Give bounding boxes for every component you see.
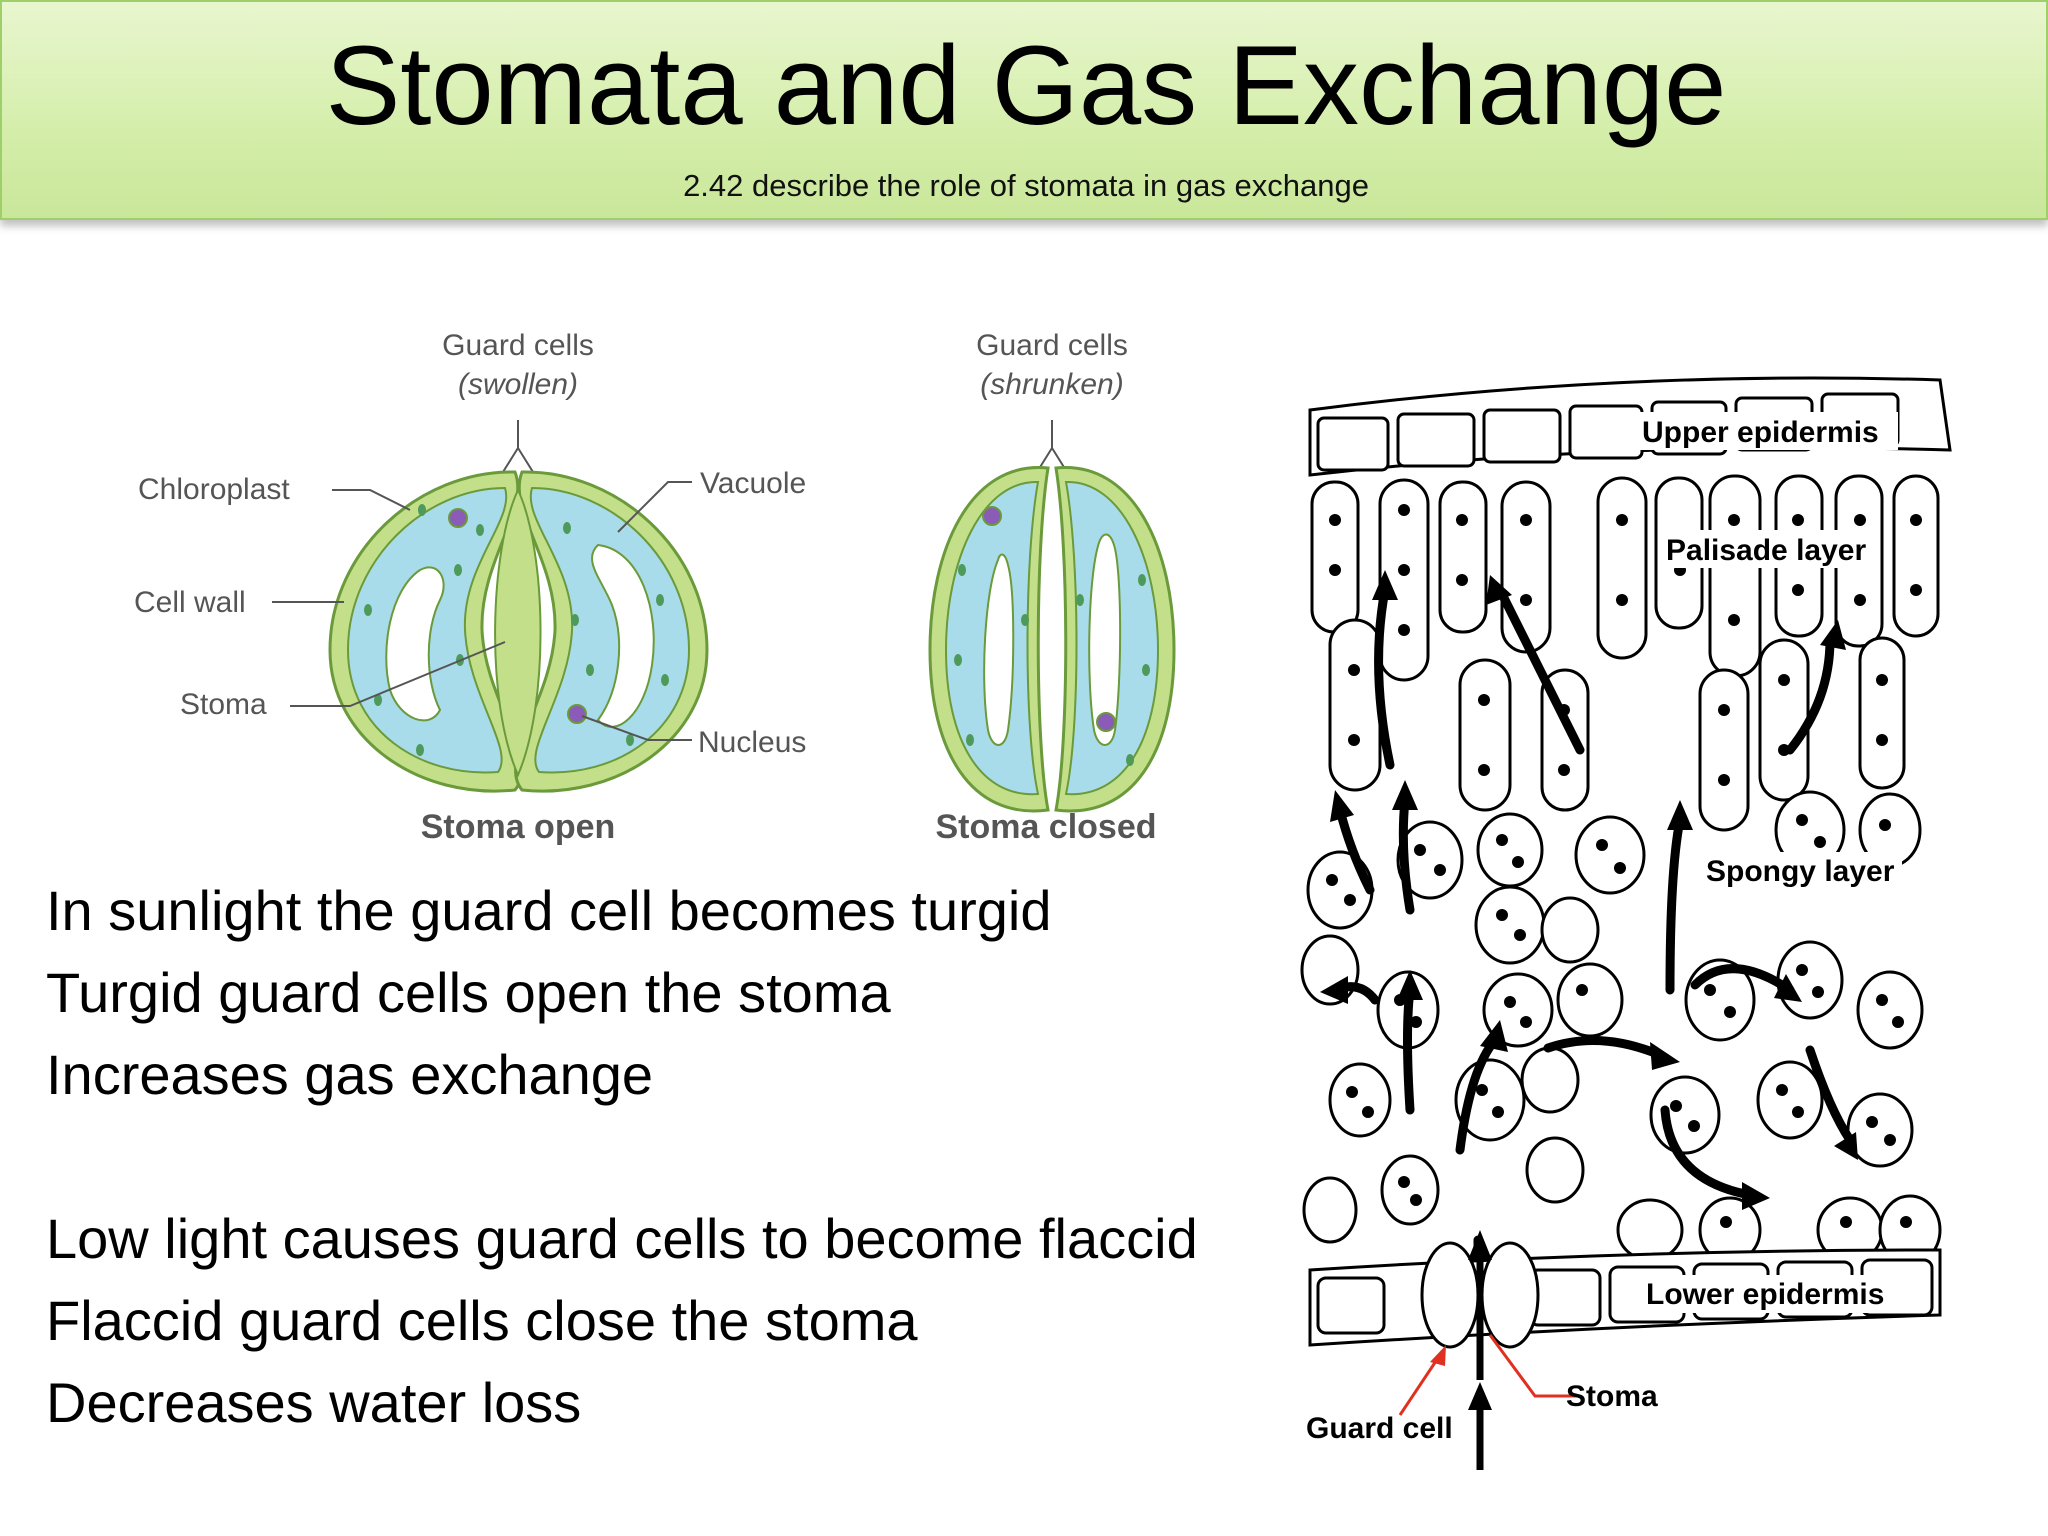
open-stoma-pore xyxy=(494,487,542,778)
closed-header-line1: Guard cells xyxy=(976,329,1128,362)
label-chloroplast: Chloroplast xyxy=(138,473,290,506)
slide-subtitle: 2.42 describe the role of stomata in gas… xyxy=(683,168,1369,203)
palisade-cells xyxy=(1310,474,1940,832)
slide-title: Stomata and Gas Exchange xyxy=(325,23,1727,148)
open-right-guard-cell xyxy=(514,470,709,793)
caption-stoma-open: Stoma open xyxy=(421,808,616,846)
label-spongy-layer: Spongy layer xyxy=(1706,855,1895,888)
caption-stoma-closed: Stoma closed xyxy=(935,808,1156,846)
open-nucleus-left xyxy=(448,508,468,528)
text-line-2: Turgid guard cells open the stoma xyxy=(46,961,891,1024)
text-line-3: Increases gas exchange xyxy=(46,1043,654,1106)
label-vacuole: Vacuole xyxy=(700,467,806,500)
open-header-line1: Guard cells xyxy=(442,329,594,362)
text-line-4: Low light causes guard cells to become f… xyxy=(46,1207,1198,1270)
text-line-1: In sunlight the guard cell becomes turgi… xyxy=(46,879,1052,942)
gas-flow-arrowheads xyxy=(1320,570,1858,1210)
closed-nucleus-right xyxy=(1096,712,1116,732)
text-line-5: Flaccid guard cells close the stoma xyxy=(46,1289,918,1352)
stoma-diagram: Guard cells (swollen) Guard cells (shrun… xyxy=(134,329,1176,846)
closed-right-guard-cell xyxy=(1054,466,1176,813)
label-nucleus: Nucleus xyxy=(698,726,806,759)
label-palisade-layer: Palisade layer xyxy=(1666,534,1866,567)
title-bar: Stomata and Gas Exchange 2.42 describe t… xyxy=(0,0,2048,220)
open-left-guard-cell xyxy=(328,470,523,793)
leaf-cross-section-diagram: Upper epidermis Palisade layer Spongy la… xyxy=(1300,376,1952,1470)
label-stoma-leaf: Stoma xyxy=(1566,1380,1658,1413)
closed-left-guard-cell xyxy=(928,466,1050,813)
red-pointer-lines xyxy=(1398,1334,1580,1416)
label-guard-cell: Guard cell xyxy=(1306,1412,1453,1445)
label-stoma: Stoma xyxy=(180,688,267,721)
open-header-line2: (swollen) xyxy=(458,368,578,401)
closed-chloroplasts xyxy=(954,564,1150,766)
closed-nucleus-left xyxy=(982,506,1002,526)
label-cell-wall: Cell wall xyxy=(134,586,246,619)
open-nucleus-right xyxy=(567,704,587,724)
body-text: In sunlight the guard cell becomes turgi… xyxy=(46,870,1198,1444)
label-upper-epidermis: Upper epidermis xyxy=(1642,416,1879,449)
label-lower-epidermis: Lower epidermis xyxy=(1646,1278,1884,1311)
closed-header-line2: (shrunken) xyxy=(980,368,1123,401)
text-line-6: Decreases water loss xyxy=(46,1371,582,1434)
spongy-chloroplasts xyxy=(1326,814,1912,1228)
text-spacer xyxy=(46,1116,1198,1198)
